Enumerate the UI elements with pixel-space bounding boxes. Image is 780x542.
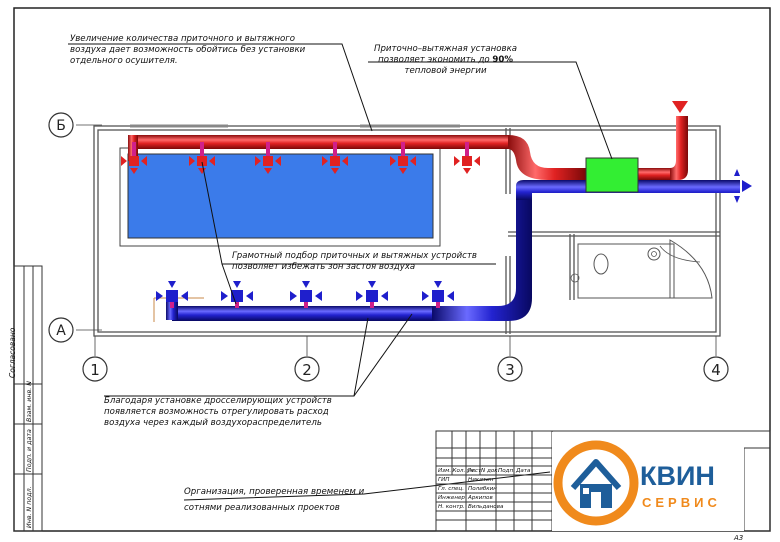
supply-diffuser [255,142,281,174]
note-selection-line-2: позволяет избежать зон застоя воздуха [232,262,416,272]
note-organization-line-2: сотнями реализованных проектов [184,503,340,513]
tb-role-0: ГИП [438,477,450,483]
svg-text:3: 3 [505,361,515,379]
sheet-format: А3 [733,534,743,542]
exhaust-outlet-arrows [734,169,752,203]
tb-header-kol: Кол. уч. [453,468,476,474]
tb-role-3: Н. контр. [438,504,465,510]
note-throttle-line-1: Благодаря установке дросселирующих устро… [104,396,332,406]
tb-header-list: Лист [466,468,482,474]
tb-header-izm: Изм. [438,468,451,474]
axis-marker-a: А [48,317,74,343]
strip-cell-replace-inv: Взам. инв. N [26,381,33,422]
tb-header-podp: Подп. [498,468,515,474]
exhaust-grille [422,281,454,308]
supply-diffuser [189,142,215,174]
exhaust-grille [356,281,388,308]
note-unit-percent: 90% [492,55,513,65]
note-selection: Грамотный подбор приточных и вытяжных ус… [232,251,477,273]
axis-marker-2: 2 [294,356,320,382]
supply-diffuser [454,142,480,174]
tb-name-1: Полибкин [468,486,497,492]
exhaust-grilles [156,281,454,308]
note-unit-line-2: позволяет экономить до [378,55,490,65]
note-unit: Приточно–вытяжная установка позволяет эк… [374,44,517,77]
fresh-air-inlet-arrow [672,101,688,113]
note-throttle-line-3: воздуха через каждый воздухораспределите… [104,418,322,428]
note-selection-line-1: Грамотный подбор приточных и вытяжных ус… [232,251,477,261]
tb-role-1: Гл. спец. [438,486,464,492]
note-humidity-line-2: воздуха дает возможность обойтись без ус… [70,45,306,55]
exhaust-grille [221,281,253,308]
note-humidity-line-1: Увеличение количества приточного и вытяж… [70,34,296,44]
svg-text:1: 1 [90,361,100,379]
axis-marker-3: 3 [497,356,523,382]
air-handling-unit [585,157,639,193]
company-logo: КВИН СЕРВИС [552,432,744,531]
supply-diffuser [322,142,348,174]
axis-marker-1: 1 [82,356,108,382]
tb-name-0: Никитин [468,477,494,483]
svg-text:Б: Б [56,118,66,134]
axis-marker-4: 4 [703,356,729,382]
svg-text:4: 4 [711,361,721,379]
axis-marker-b: Б [48,112,74,138]
strip-cell-inv-number: Инв. N подл. [26,486,33,528]
svg-text:А: А [56,323,66,339]
logo-name: КВИН [640,461,715,491]
note-organization: Организация, проверенная временем и сотн… [184,484,364,516]
axis-lines [76,124,717,356]
left-approval-strip: Согласовано Инв. N подл. Подп. и дата Вз… [8,265,43,532]
building-plan [93,124,721,337]
note-unit-line-3: тепловой энергии [404,66,487,76]
exhaust-grille [156,281,188,308]
approved-label: Согласовано [8,327,17,378]
note-throttle: Благодаря установке дросселирующих устро… [104,396,332,429]
note-organization-line-1: Организация, проверенная временем и [184,487,365,497]
exhaust-grille [290,281,322,308]
tb-role-2: Инженер [438,495,465,501]
house-icon [570,459,622,508]
strip-cell-sign-date: Подп. и дата [26,429,33,472]
note-unit-line-1: Приточно–вытяжная установка [374,44,518,54]
tb-name-2: Аркипов [467,495,493,501]
title-block-text: Изм. Кол. уч. Лист N док. Подп. Дата ГИП… [438,468,743,542]
logo-subtitle: СЕРВИС [642,495,721,510]
supply-diffuser [121,142,147,174]
tb-header-ndoc: N док. [481,468,500,474]
tb-name-3: Вильданова [468,504,504,510]
tb-header-date: Дата [515,468,531,474]
supply-diffusers [121,142,480,174]
supply-diffuser [390,142,416,174]
note-humidity-line-3: отдельного осушителя. [70,56,178,66]
leader-lines [68,43,613,501]
note-humidity: Увеличение количества приточного и вытяж… [70,34,305,67]
note-throttle-line-2: появляется возможность отрегулировать ра… [104,407,329,417]
svg-text:2: 2 [302,361,312,379]
